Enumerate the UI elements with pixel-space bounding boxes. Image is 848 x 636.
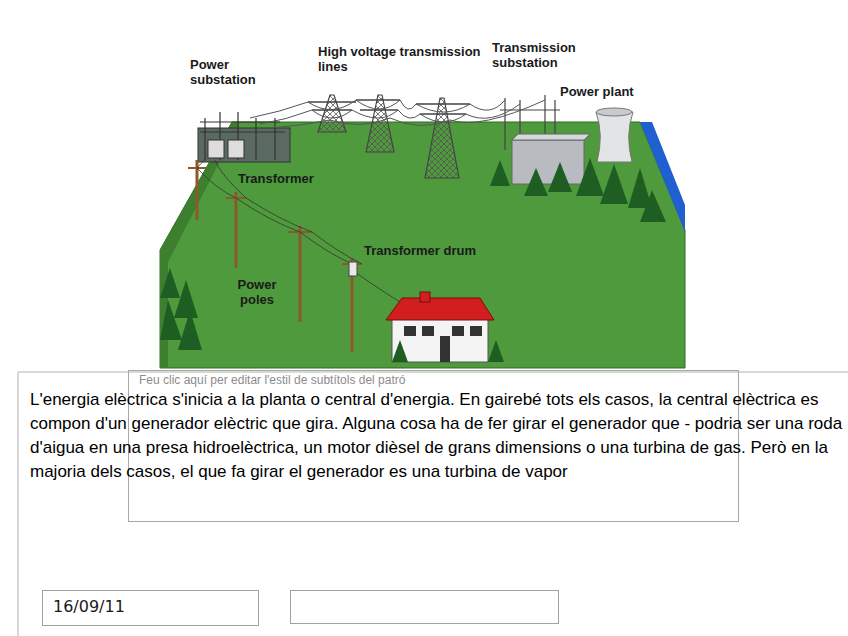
part-label: Power plant bbox=[560, 84, 670, 99]
node-text: Feu clic aquí per editar l'estil de subt… bbox=[129, 371, 738, 387]
part-label: Transmission substation bbox=[492, 40, 607, 70]
body-paragraph: L'energia elèctrica s'inicia a la planta… bbox=[30, 388, 844, 484]
node-text: 16/09/11 bbox=[43, 591, 258, 623]
part-label: High voltage transmission lines bbox=[318, 44, 483, 74]
part-label: Transformer bbox=[238, 171, 348, 186]
empty-footer-box bbox=[291, 591, 559, 624]
part-label: Power substation bbox=[190, 57, 285, 87]
date-box: 16/09/11 bbox=[42, 590, 259, 626]
part-label: Transformer drum bbox=[364, 243, 524, 258]
part-label: Power poles bbox=[226, 277, 288, 307]
